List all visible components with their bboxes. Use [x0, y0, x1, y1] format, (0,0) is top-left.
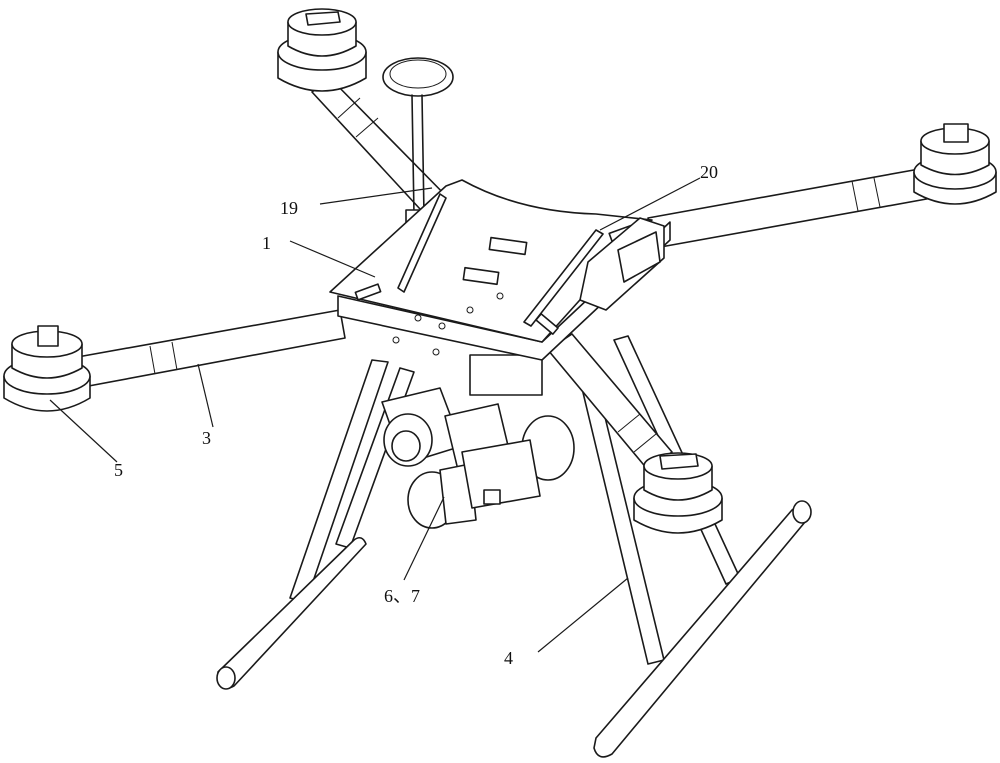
landing-gear — [216, 335, 812, 758]
motor-front-left — [3, 325, 91, 412]
label-motor: 5 — [114, 460, 123, 480]
label-gps-mast: 19 — [280, 198, 298, 218]
gimbal-camera — [381, 354, 575, 529]
motor-back-left — [277, 8, 367, 92]
center-frame — [329, 179, 671, 361]
motor-back-right — [913, 123, 997, 205]
arm-front-left — [71, 309, 346, 389]
label-battery-mount: 20 — [700, 162, 718, 182]
arm-back-right — [647, 167, 933, 249]
label-gimbal-camera: 6、7 — [384, 586, 420, 606]
leader-lines — [49, 177, 701, 653]
label-frame-plate: 1 — [262, 233, 271, 253]
label-arm: 3 — [202, 428, 211, 448]
motor-front-right — [633, 452, 723, 534]
label-landing-gear: 4 — [504, 648, 513, 668]
